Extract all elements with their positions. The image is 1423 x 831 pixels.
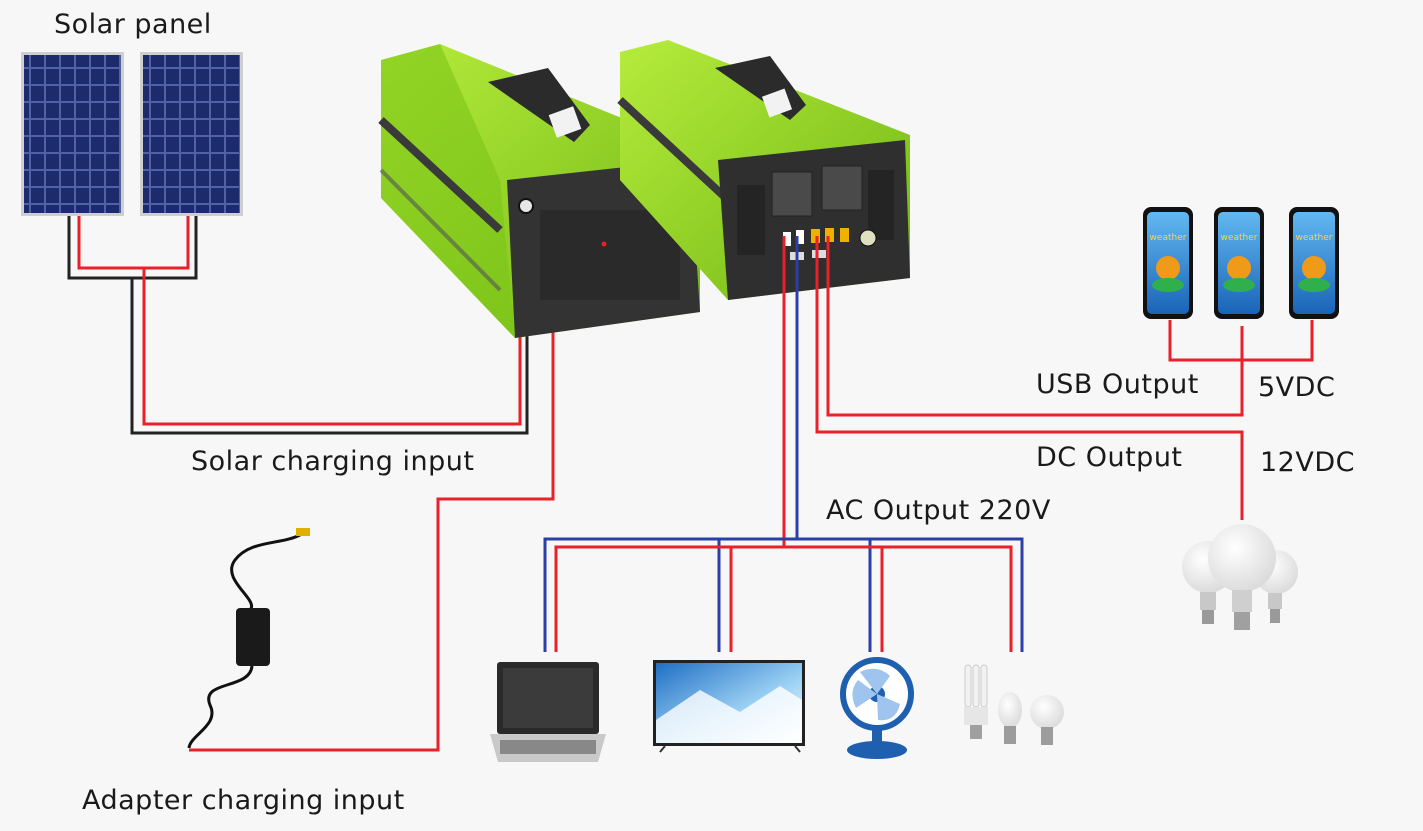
phone-1: weather [1143,207,1193,319]
ac-output-wires [543,236,1024,652]
usb-output-wire [826,236,1314,417]
dc-output-wire [815,236,1244,520]
usb-output-label: USB Output [1036,369,1199,400]
ac-socket-right [821,165,863,211]
ac-socket-left [771,171,813,217]
dc-output-label: DC Output [1036,442,1183,473]
television [653,660,805,753]
solar-panel-label: Solar panel [54,9,212,40]
dc-voltage-label: 12VDC [1260,447,1355,478]
solar-charging-wires [67,207,529,435]
solar-panel-left [21,52,124,216]
svg-text:weather: weather [1296,233,1333,243]
phone-3: weather [1289,207,1339,319]
desk-fan [840,657,914,759]
ac-bulbs [964,664,1064,745]
adapter-charging-input-label: Adapter charging input [82,785,405,816]
solar-charging-input-label: Solar charging input [191,446,475,477]
usb-voltage-label: 5VDC [1258,372,1336,403]
power-station-unit-right [617,40,910,300]
laptop [490,662,606,762]
solar-panel-right [140,52,243,216]
power-adapter [187,528,310,749]
phone-2: weather [1214,207,1264,319]
dc-led-bulbs [1182,524,1298,630]
ac-output-label: AC Output 220V [826,495,1051,526]
svg-text:weather: weather [1221,233,1258,243]
svg-text:weather: weather [1150,233,1187,243]
